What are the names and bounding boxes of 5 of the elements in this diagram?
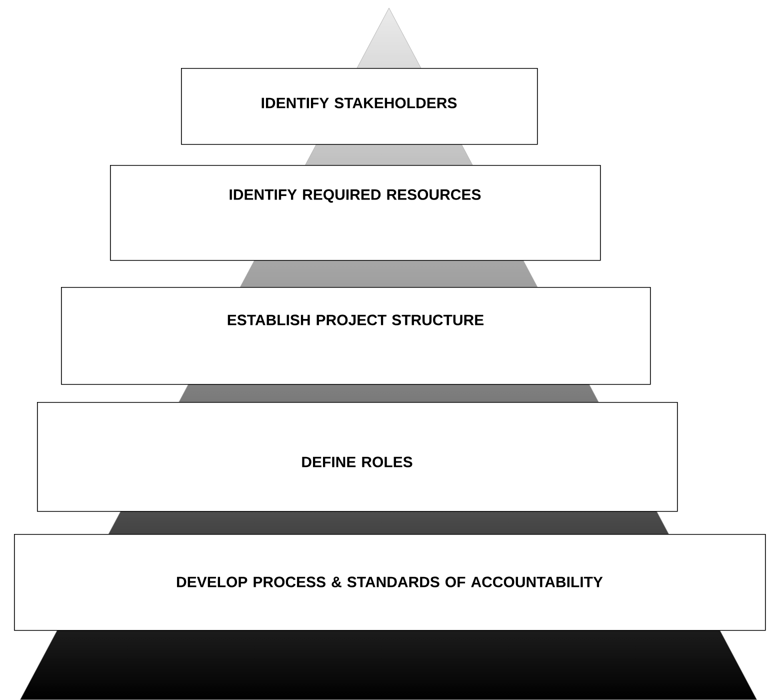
- step-box: IDENTIFY REQUIRED RESOURCES: [110, 165, 601, 261]
- step-box: IDENTIFY STAKEHOLDERS: [181, 68, 538, 145]
- step-box: DEVELOP PROCESS & STANDARDS OF ACCOUNTABILITY: [14, 534, 766, 631]
- step-box: DEFINE ROLES: [37, 402, 678, 512]
- step-box: ESTABLISH PROJECT STRUCTURE: [61, 287, 651, 385]
